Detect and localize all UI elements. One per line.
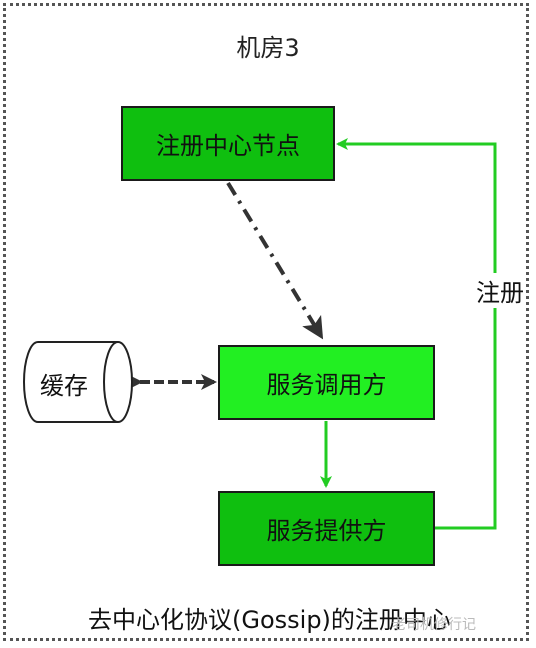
datacenter-boundary [3, 3, 529, 641]
register-edge-label: 注册 [474, 273, 526, 308]
cache-label: 缓存 [40, 372, 88, 400]
registry-node: 注册中心节点 [121, 106, 335, 181]
cache-cylinder [23, 341, 133, 423]
diagram-caption: 去中心化协议(Gossip)的注册中心 [88, 606, 451, 634]
service-provider-node: 服务提供方 [218, 491, 435, 566]
watermark-text: 老司机修行记 [392, 617, 476, 633]
edge-provider-to-registry [336, 138, 497, 530]
edge-registry-to-caller [226, 181, 324, 340]
service-caller-node: 服务调用方 [218, 345, 435, 420]
datacenter-title: 机房3 [236, 34, 300, 62]
